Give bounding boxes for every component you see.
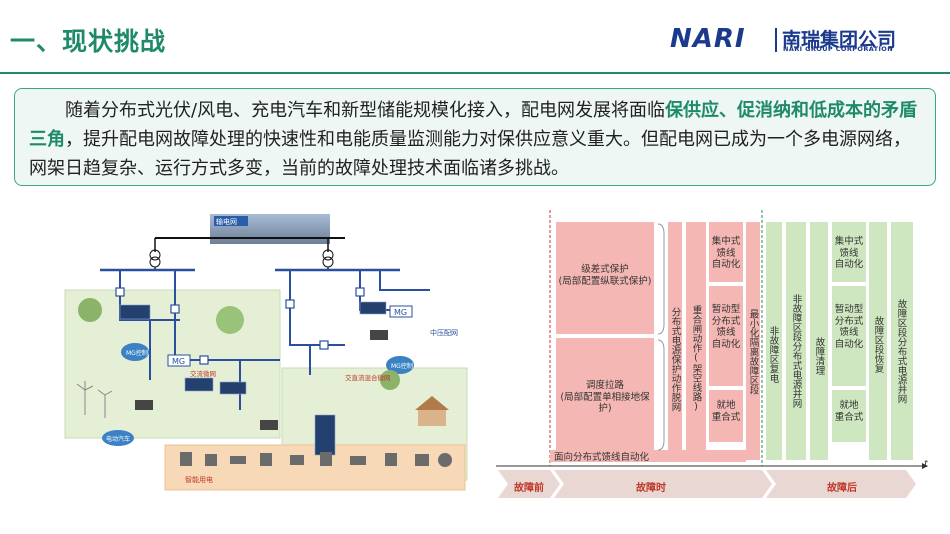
centralized-fa-2: 集中式 馈线 自动化 [834,236,864,270]
centralized-fa: 集中式 馈线 自动化 [711,236,741,270]
col-fault-restore: 故障区段恢复 [872,315,884,373]
mg-control-2: MG控制 [391,362,413,370]
medium-voltage-label: 中压配网 [430,328,458,337]
bottom-band-label: 面向分布式馈线自动化 [554,452,650,463]
logo-cn: 南瑞集团公司 [782,29,897,51]
dc-microgrid-label: 交直流混合微网 [345,373,391,382]
box-grade-protection: 级差式保护 (局部配置纵联式保护) [558,264,652,287]
mg-label: MG [172,357,185,366]
local-reclose-2: 就地 重合式 [834,400,864,423]
stage-before: 故障前 [514,483,544,494]
page-title: 一、现状挑战 [10,27,167,56]
fault-handling-timeline: 故障前 故障时 故障后 t 级差式保护 (局部配置纵联式保护) 调度拉路 (局部… [494,204,934,508]
intro-box: 随着分布式光伏/风电、充电汽车和新型储能规模化接入，配电网发展将面临保供应、促消… [14,88,936,186]
local-fa-2: 暂动型 分布式 馈线 自动化 [834,304,864,350]
logo-divider [775,28,777,52]
intro-highlight: 保供应、促消纳和低成本的矛盾三角 [29,100,918,150]
ac-microgrid-label: 交流微网 [190,369,216,378]
mg-label-2: MG [394,308,407,317]
intro-part2: ，提升配电网故障处理的快速性和电能质量监测能力对保供应意义重大。但配电网已成为一… [29,129,911,179]
nari-logo: NARI 南瑞集团公司 NARI GROUP CORPORATION [670,24,940,56]
axis-t: t [924,459,928,470]
local-fa: 暂动型 分布式 馈线 自动化 [711,304,741,350]
transmission-label: 输电网 [216,217,237,226]
col-min-isolate: 最小化隔离故障区段 [747,309,759,395]
local-reclose: 就地 重合式 [711,400,741,423]
smart-use-label: 智能用电 [185,475,213,484]
header: 一、现状挑战 NARI 南瑞集团公司 NARI GROUP CORPORATIO… [0,0,950,74]
col-nonfault-dg-grid: 非故障区段分布式电源并网 [790,294,802,408]
col-fault-clear: 故障清理 [813,337,825,375]
col-nonfault-restore: 非故障区复电 [767,325,779,383]
logo-en: NARI GROUP CORPORATION [783,45,894,53]
stage-during: 故障时 [636,483,666,494]
col-fault-dg-grid: 故障区段分布式电源并网 [895,298,907,404]
box-dispatch-pull: 调度拉路 (局部配置单相接地保护) [560,380,650,414]
col-reclose: 重合闸动作(架空线路) [690,305,702,413]
distribution-network-illustration: 输电网 MG [60,210,480,510]
intro-paragraph: 随着分布式光伏/风电、充电汽车和新型储能规模化接入，配电网发展将面临保供应、促消… [29,96,921,183]
stage-after: 故障后 [827,483,857,494]
intro-part1: 随着分布式光伏/风电、充电汽车和新型储能规模化接入，配电网发展将面临 [65,100,666,121]
mg-control-1: MG控制 [126,349,148,357]
logo-brand: NARI [670,24,746,54]
ev-label: 电动汽车 [106,435,130,443]
title-rule [0,72,950,74]
col-dg-protection-trip: 分布式电源保护动作脱网 [669,306,681,412]
